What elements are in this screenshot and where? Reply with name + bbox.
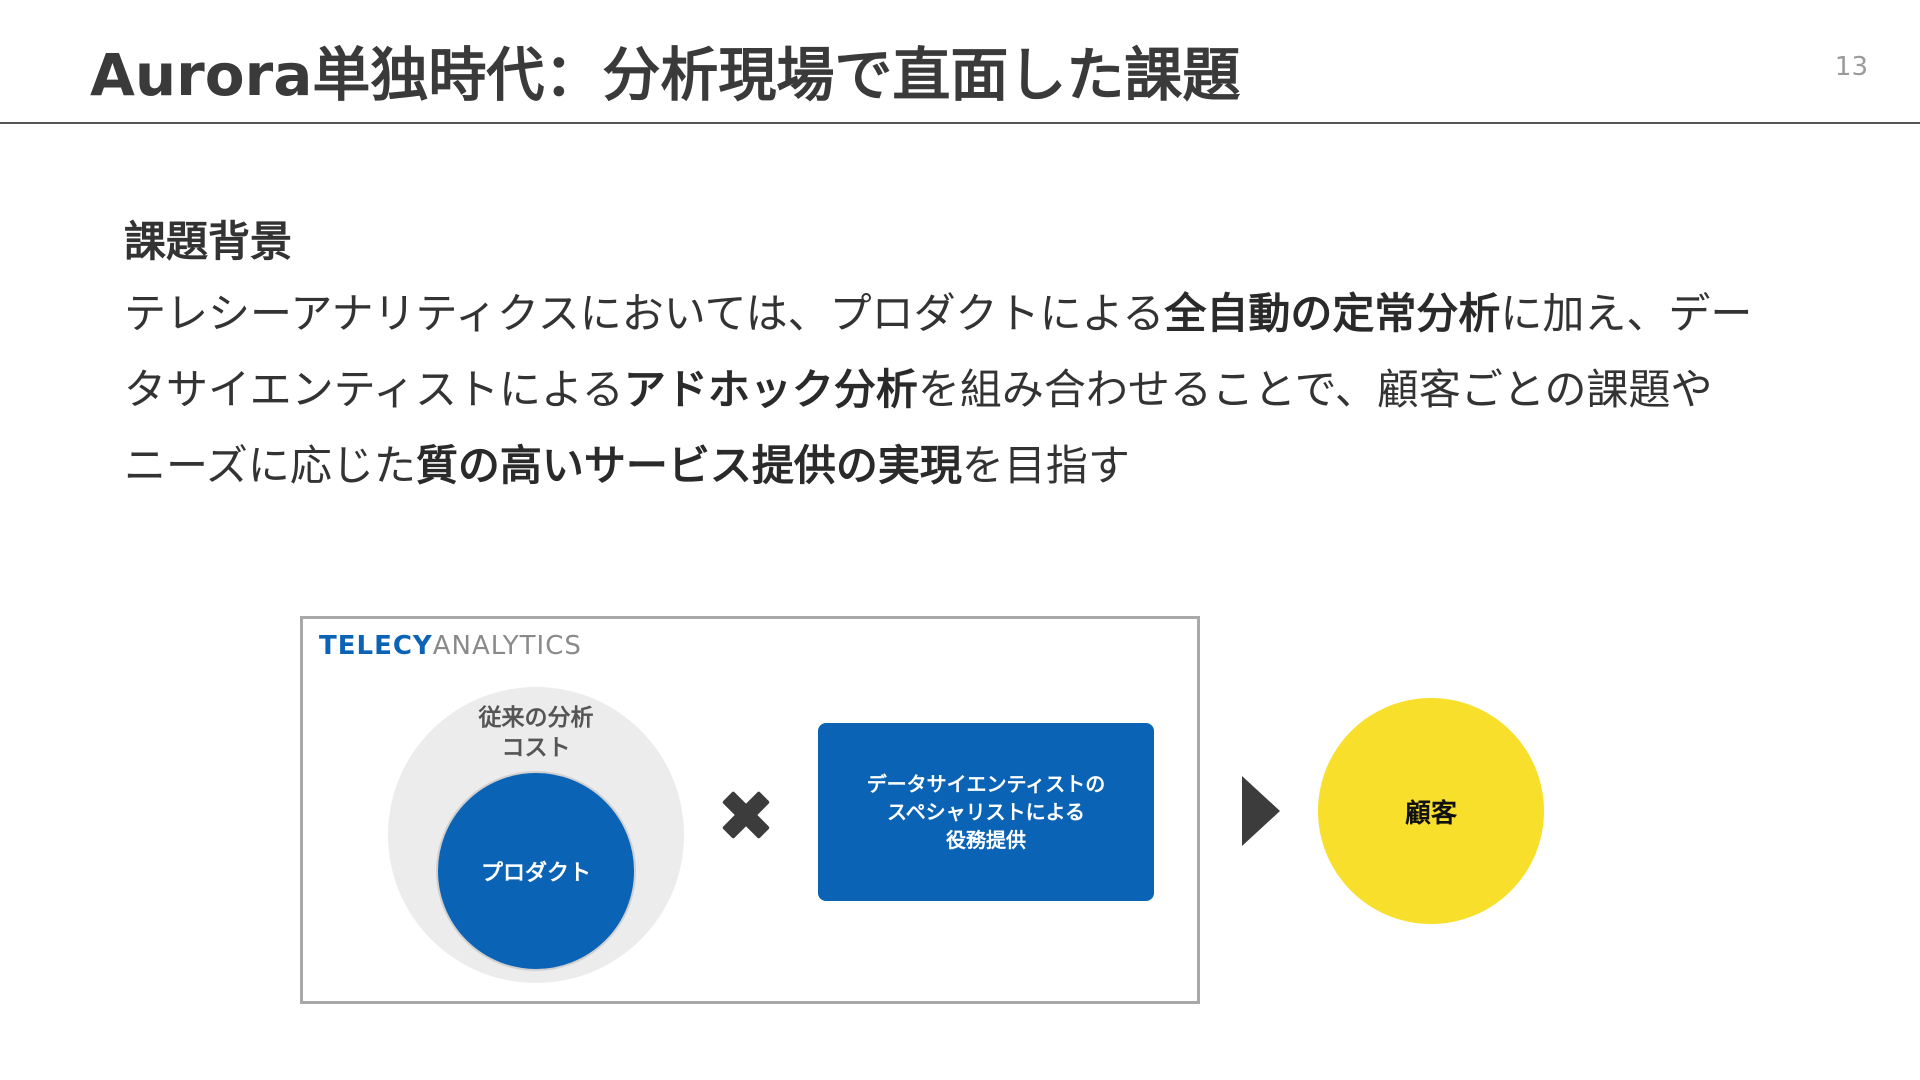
traditional-cost-label-line1: 従来の分析: [478, 705, 594, 731]
slide-title: Aurora単独時代：分析現場で直面した課題: [90, 41, 1241, 109]
telecy-analytics-logo: TELECYANALYTICS: [319, 631, 582, 661]
traditional-cost-label-line2: コスト: [501, 735, 571, 761]
title-divider: [0, 122, 1920, 124]
specialist-service-box: データサイエンティストの スペシャリストによる 役務提供: [818, 723, 1154, 901]
background-heading: 課題背景: [124, 217, 293, 266]
customer-label: 顧客: [1404, 798, 1457, 829]
play-arrow-icon: [1242, 776, 1280, 846]
body-emphasis: 質の高いサービス提供の実現: [415, 441, 962, 490]
body-text: に加え、デー: [1500, 289, 1753, 338]
background-body: テレシーアナリティクスにおいては、プロダクトによる全自動の定常分析に加え、デー …: [124, 276, 1844, 504]
body-text: テレシーアナリティクスにおいては、プロダクトによる: [124, 289, 1165, 338]
service-line-1: データサイエンティストの: [866, 772, 1106, 796]
specialist-service-text: データサイエンティストの スペシャリストによる 役務提供: [867, 770, 1106, 854]
page-number: 13: [1834, 52, 1868, 82]
customer-circle: 顧客: [1318, 698, 1544, 924]
logo-secondary-text: ANALYTICS: [432, 631, 582, 661]
body-text: ニーズに応じた: [124, 441, 416, 490]
service-line-3: 役務提供: [945, 828, 1026, 852]
body-line-1: テレシーアナリティクスにおいては、プロダクトによる全自動の定常分析に加え、デー: [124, 276, 1844, 352]
service-line-2: スペシャリストによる: [886, 800, 1085, 824]
body-line-2: タサイエンティストによるアドホック分析を組み合わせることで、顧客ごとの課題や: [124, 352, 1844, 428]
traditional-cost-label: 従来の分析 コスト: [388, 703, 684, 763]
body-line-3: ニーズに応じた質の高いサービス提供の実現を目指す: [124, 428, 1844, 504]
traditional-cost-circle: 従来の分析 コスト プロダクト: [388, 687, 684, 983]
cross-icon: [722, 791, 770, 839]
body-text: を目指す: [961, 441, 1130, 490]
body-emphasis: 全自動の定常分析: [1164, 289, 1501, 338]
body-text: タサイエンティストによる: [124, 365, 624, 414]
product-label: プロダクト: [480, 861, 591, 886]
logo-primary-text: TELECY: [319, 631, 433, 661]
body-emphasis: アドホック分析: [623, 365, 918, 414]
product-circle: プロダクト: [436, 771, 636, 971]
body-text: を組み合わせることで、顧客ごとの課題や: [917, 365, 1713, 414]
diagram-frame: TELECYANALYTICS 従来の分析 コスト プロダクト データサイエンテ…: [300, 616, 1200, 1004]
